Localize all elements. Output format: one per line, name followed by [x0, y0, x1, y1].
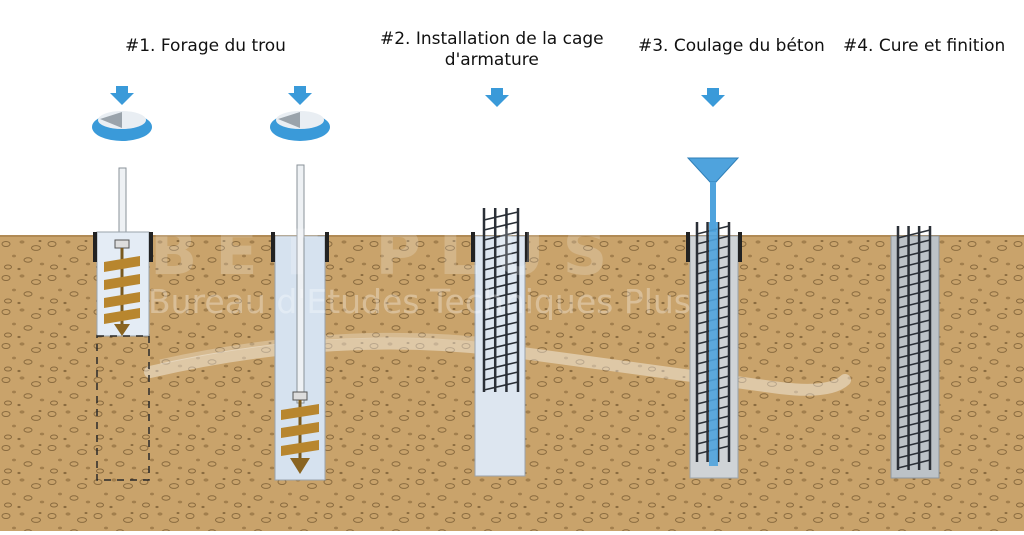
- rebar-spiral-tie: [483, 321, 519, 331]
- rebar-spiral-tie: [483, 371, 519, 381]
- rebar-spiral-tie: [483, 211, 519, 221]
- down-arrow-icon: [110, 86, 134, 105]
- rebar-spiral-tie: [483, 381, 519, 391]
- rebar-spiral-tie: [897, 319, 931, 329]
- rebar-spiral-tie: [897, 389, 931, 399]
- rebar-cage: [896, 226, 932, 470]
- rebar-spiral-tie: [483, 301, 519, 311]
- step4-curing-finishing: [890, 226, 940, 479]
- rebar-spiral-tie: [897, 349, 931, 359]
- step3-concrete-pouring: [686, 88, 742, 479]
- rebar-spiral-tie: [897, 269, 931, 279]
- rebar-spiral-tie: [897, 279, 931, 289]
- rebar-spiral-tie: [897, 399, 931, 409]
- rebar-spiral-tie: [483, 281, 519, 291]
- rebar-spiral-tie: [897, 259, 931, 269]
- rebar-spiral-tie: [897, 429, 931, 439]
- rebar-spiral-tie: [897, 249, 931, 259]
- rotation-icon: [92, 111, 152, 141]
- rebar-spiral-tie: [483, 221, 519, 231]
- step2-title: #2. Installation de la cage d'armature: [380, 29, 604, 71]
- rebar-spiral-tie: [483, 351, 519, 361]
- step1-start-drilling: [92, 86, 153, 481]
- rebar-spiral-tie: [897, 459, 931, 469]
- rebar-spiral-tie: [483, 261, 519, 271]
- rebar-spiral-tie: [897, 239, 931, 249]
- rebar-spiral-tie: [483, 241, 519, 251]
- planned-hole-outline: [96, 335, 150, 481]
- rebar-spiral-tie: [897, 309, 931, 319]
- kelly-bar: [118, 167, 127, 241]
- rebar-spiral-tie: [897, 299, 931, 309]
- rebar-spiral-tie: [897, 419, 931, 429]
- rebar-spiral-tie: [897, 369, 931, 379]
- tremie-pipe: [709, 222, 718, 466]
- down-arrow-icon: [701, 88, 725, 107]
- rebar-spiral-tie: [897, 379, 931, 389]
- funnel-icon: [686, 157, 740, 232]
- auger-bit: [104, 248, 140, 336]
- rebar-spiral-tie: [483, 231, 519, 241]
- watermark-swoosh-inner: [159, 332, 506, 365]
- rebar-spiral-tie: [897, 329, 931, 339]
- rebar-spiral-tie: [483, 341, 519, 351]
- step1-title: #1. Forage du trou: [125, 36, 286, 56]
- step4-title: #4. Cure et finition: [843, 36, 1006, 56]
- step1-drilling-complete: [270, 86, 330, 481]
- down-arrow-icon: [485, 88, 509, 107]
- step2-title-line1: #2. Installation de la cage: [380, 29, 604, 49]
- watermark-tagline: Bureau d'Etudes Techniques Plus: [148, 282, 692, 321]
- step2-title-line2: d'armature: [444, 50, 539, 70]
- rotation-icon: [270, 111, 330, 141]
- rebar-spiral-tie: [483, 291, 519, 301]
- rebar-spiral-tie: [897, 339, 931, 349]
- step3-title: #3. Coulage du béton: [638, 36, 825, 56]
- rebar-spiral-tie: [897, 439, 931, 449]
- watermark-logo: BET PLUS: [150, 216, 626, 289]
- rebar-cage: [482, 208, 520, 392]
- auger-bit: [281, 400, 319, 474]
- rebar-spiral-tie: [897, 229, 931, 239]
- down-arrow-icon: [288, 86, 312, 105]
- step2-rebar-cage-installation: [471, 88, 529, 477]
- rebar-spiral-tie: [897, 409, 931, 419]
- rebar-spiral-tie: [897, 359, 931, 369]
- rebar-spiral-tie: [483, 251, 519, 261]
- rebar-spiral-tie: [483, 311, 519, 321]
- rebar-spiral-tie: [483, 271, 519, 281]
- rebar-spiral-tie: [483, 361, 519, 371]
- rebar-spiral-tie: [483, 331, 519, 341]
- rebar-spiral-tie: [897, 289, 931, 299]
- rebar-spiral-tie: [897, 449, 931, 459]
